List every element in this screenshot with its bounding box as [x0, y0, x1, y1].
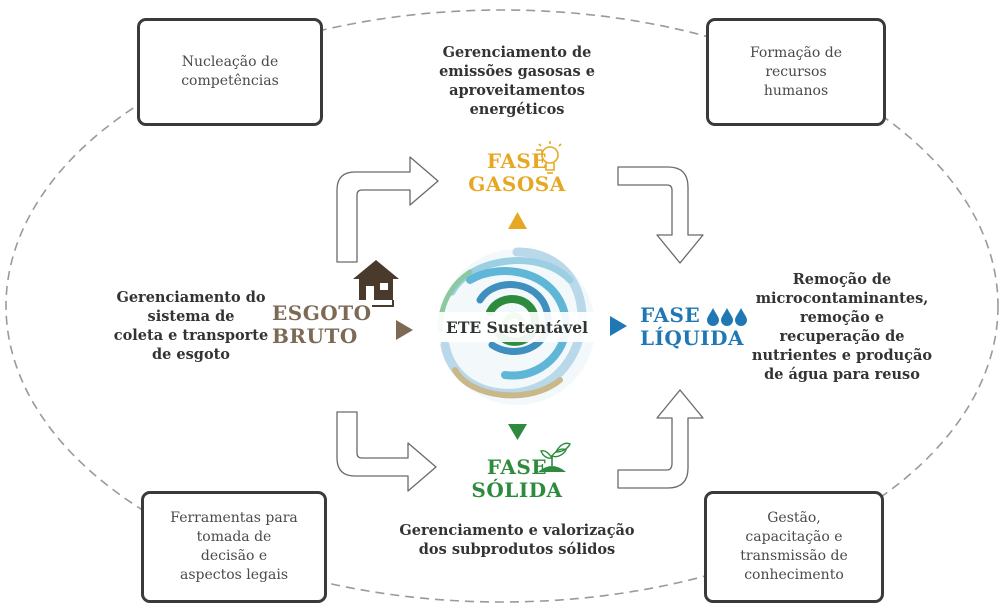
solid-triangle-marker [508, 424, 527, 440]
phase-raw-sewage: ESGOTO BRUTO [272, 301, 372, 348]
phase-solid: FASE SÓLIDA [471, 455, 563, 502]
label-solid-management: Gerenciamento e valorização dos subprodu… [399, 522, 635, 558]
lightbulb-icon [536, 141, 562, 174]
arrow-left-to-gas [336, 156, 439, 263]
gas-triangle-marker [508, 212, 527, 229]
dashed-cycle-ellipse [5, 9, 999, 603]
arrow-gas-to-liquid [617, 166, 704, 264]
corner-box-top-right: Formação de recursos humanos [706, 18, 886, 126]
house-icon [353, 260, 399, 307]
label-liquid-management: Remoção de microcontaminantes, remoção e… [751, 271, 933, 383]
plant-icon [538, 442, 571, 472]
water-drops-icon [707, 308, 747, 326]
liquid-triangle-marker [610, 316, 627, 336]
label-gas-management: Gerenciamento de emissões gasosas e apro… [439, 44, 595, 118]
raw-triangle-marker [396, 320, 413, 340]
corner-box-bottom-left: Ferramentas para tomada de decisão e asp… [141, 491, 327, 603]
label-sewer-management: Gerenciamento do sistema de coleta e tra… [113, 289, 269, 363]
corner-box-bottom-right: Gestão, capacitação e transmissão de con… [704, 491, 884, 603]
corner-box-top-left: Nucleação de competências [137, 18, 323, 126]
arrow-solid-to-liquid [617, 389, 704, 489]
phase-liquid: FASE LÍQUIDA [640, 303, 744, 350]
center-label: ETE Sustentável [432, 312, 602, 342]
arrow-left-to-solid [336, 411, 437, 492]
phase-gas: FASE GASOSA [468, 149, 566, 196]
